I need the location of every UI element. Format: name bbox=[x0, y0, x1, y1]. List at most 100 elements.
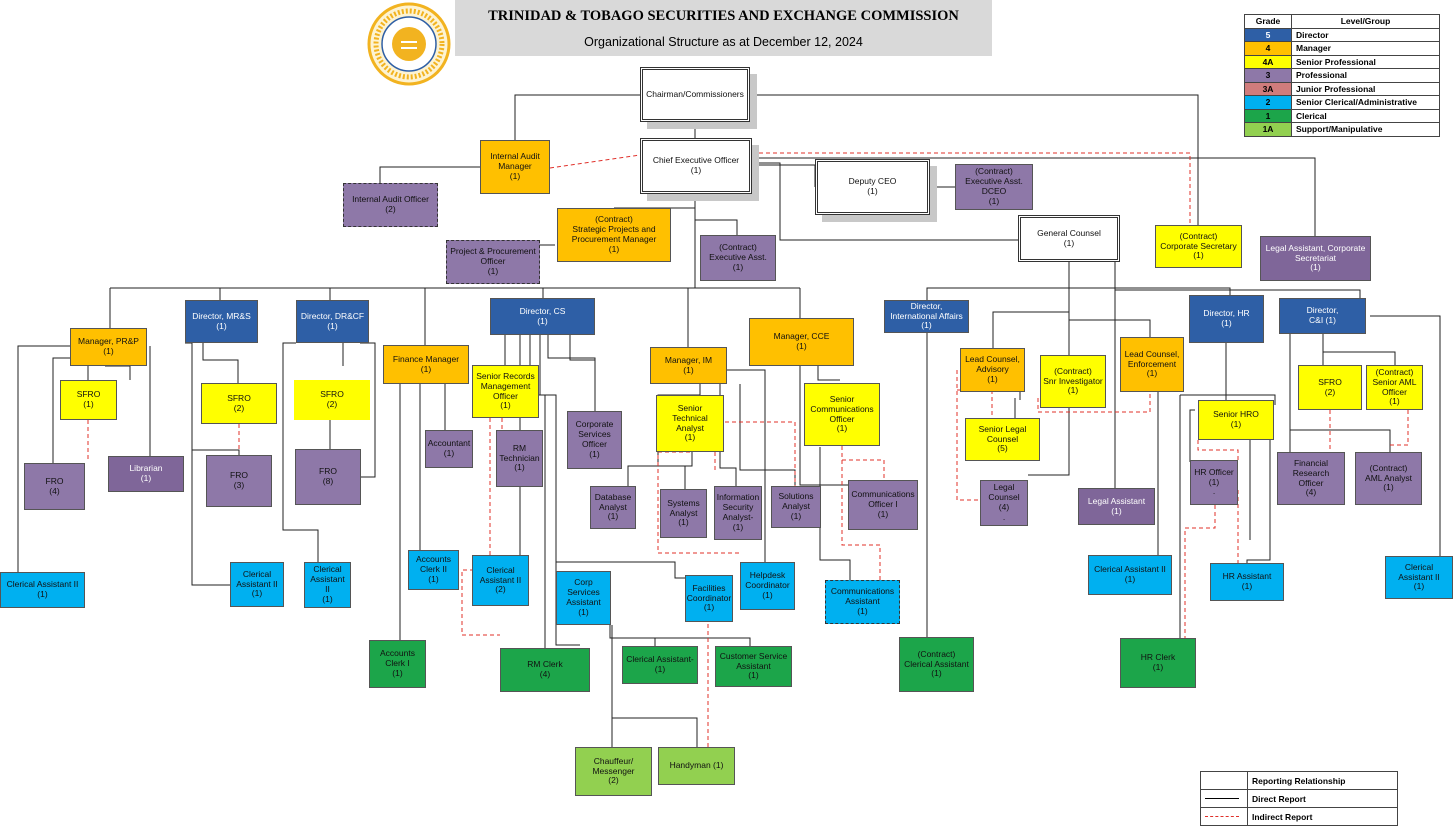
node-strategic-projects-manager: (Contract) Strategic Projects and Procur… bbox=[557, 208, 671, 262]
node-director-international-affairs: Director, International Affairs (1) bbox=[884, 300, 969, 333]
node-database-analyst: Database Analyst (1) bbox=[590, 486, 636, 529]
node-fro-mrs: FRO (3) bbox=[206, 455, 272, 507]
node-accountant: Accountant (1) bbox=[425, 430, 473, 468]
node-rm-clerk: RM Clerk (4) bbox=[500, 648, 590, 692]
node-senior-aml-officer: (Contract) Senior AML Officer (1) bbox=[1366, 365, 1423, 410]
legend-reporting-relationship: Reporting Relationship bbox=[1247, 771, 1398, 790]
node-librarian: Librarian (1) bbox=[108, 456, 184, 492]
legend-grade-2: 2 bbox=[1244, 95, 1292, 110]
node-corp-services-asst: Corp Services Assistant (1) bbox=[556, 571, 611, 625]
node-helpdesk-coordinator: Helpdesk Coordinator (1) bbox=[740, 562, 795, 610]
page-subtitle: Organizational Structure as at December … bbox=[584, 35, 863, 49]
legend-indirect-report: Indirect Report bbox=[1247, 807, 1398, 826]
legend-direct-report: Direct Report bbox=[1247, 789, 1398, 808]
node-senior-hro: Senior HRO (1) bbox=[1198, 400, 1274, 440]
legend-level-5: Director bbox=[1291, 27, 1440, 42]
node-clerical-legal: Clerical Assistant II (1) bbox=[1088, 555, 1172, 595]
node-lead-counsel-enforcement: Lead Counsel, Enforcement (1) bbox=[1120, 337, 1184, 392]
node-finance-manager: Finance Manager (1) bbox=[383, 345, 469, 384]
node-corporate-services-officer: Corporate Services Officer (1) bbox=[567, 411, 622, 469]
node-legal-counsel: Legal Counsel (4) . bbox=[980, 480, 1028, 526]
node-systems-analyst: Systems Analyst (1) bbox=[660, 489, 707, 538]
node-internal-audit-officer: Internal Audit Officer (2) bbox=[343, 183, 438, 227]
node-chauffeur: Chauffeur/ Messenger (2) bbox=[575, 747, 652, 796]
node-facilities-coordinator: Facilities Coordinator (1) bbox=[685, 575, 733, 622]
node-clerical-drcf: Clerical Assistant II (1) bbox=[304, 562, 351, 608]
node-sfro-ci: SFRO (2) bbox=[1298, 365, 1362, 410]
legend-grade-3a: 3A bbox=[1244, 81, 1292, 96]
node-general-counsel: General Counsel (1) bbox=[1018, 215, 1120, 262]
node-comm-officer-1: Communications Officer I (1) bbox=[848, 480, 918, 530]
node-clerical-ia: (Contract) Clerical Assistant (1) bbox=[899, 637, 974, 692]
node-deputy-ceo: Deputy CEO (1) bbox=[815, 159, 930, 215]
legend-level-1a: Support/Manipulative bbox=[1291, 122, 1440, 137]
node-manager-im: Manager, IM (1) bbox=[650, 347, 727, 384]
node-solutions-analyst: Solutions Analyst (1) bbox=[771, 486, 821, 528]
node-internal-audit-manager: Internal Audit Manager (1) bbox=[480, 140, 550, 194]
node-chairman: Chairman/Commissioners bbox=[640, 67, 750, 122]
legend-level-2: Senior Clerical/Administrative bbox=[1291, 95, 1440, 110]
sec-logo bbox=[367, 2, 451, 86]
node-sfro-mrs: SFRO (2) bbox=[201, 383, 277, 424]
legend-level-1: Clerical bbox=[1291, 108, 1440, 123]
legend-level-3: Professional bbox=[1291, 68, 1440, 83]
legend-grade-1a: 1A bbox=[1244, 122, 1292, 137]
node-fro-drcf: FRO (8) bbox=[295, 449, 361, 505]
node-clerical-mrs: Clerical Assistant II (1) bbox=[230, 562, 284, 607]
node-director-mrs: Director, MR&S (1) bbox=[185, 300, 258, 343]
node-legal-assistant: Legal Assistant (1) bbox=[1078, 488, 1155, 525]
node-sfro-drcf: SFRO (2) bbox=[294, 380, 370, 420]
node-lead-counsel-advisory: Lead Counsel, Advisory (1) bbox=[960, 348, 1025, 392]
node-senior-records-officer: Senior Records Management Officer (1) bbox=[472, 365, 539, 418]
node-director-hr: Director, HR (1) bbox=[1189, 295, 1264, 343]
legend-solid-line-swatch bbox=[1200, 789, 1248, 808]
node-ceo: Chief Executive Officer (1) bbox=[640, 138, 752, 194]
node-rm-technician: RM Technician (1) bbox=[496, 430, 543, 487]
page-title: TRINIDAD & TOBAGO SECURITIES AND EXCHANG… bbox=[488, 8, 959, 24]
legend-level-3a: Junior Professional bbox=[1291, 81, 1440, 96]
legend-grade-1: 1 bbox=[1244, 108, 1292, 123]
node-fro-prp: FRO (4) bbox=[24, 463, 85, 510]
line-legend: Reporting Relationship Direct Report Ind… bbox=[1200, 771, 1398, 826]
node-customer-service-asst: Customer Service Assistant (1) bbox=[715, 646, 792, 687]
node-infosec-analyst: Information Security Analyst- (1) bbox=[714, 486, 762, 540]
node-snr-investigator: (Contract) Snr Investigator (1) bbox=[1040, 355, 1106, 408]
legend-grade-4: 4 bbox=[1244, 41, 1292, 56]
node-director-ci: Director, C&I (1) bbox=[1279, 298, 1366, 334]
node-manager-cce: Manager, CCE (1) bbox=[749, 318, 854, 366]
node-clerical-asst-cs: Clerical Assistant- (1) bbox=[622, 646, 698, 684]
header-banner: TRINIDAD & TOBAGO SECURITIES AND EXCHANG… bbox=[455, 0, 992, 56]
node-hr-assistant: HR Assistant (1) bbox=[1210, 563, 1284, 601]
legend-grade-5: 5 bbox=[1244, 27, 1292, 42]
node-financial-research-officer: Financial Research Officer (4) bbox=[1277, 452, 1345, 505]
legend-grade-4a: 4A bbox=[1244, 54, 1292, 69]
node-hr-officer: HR Officer (1) . bbox=[1190, 460, 1238, 505]
node-legal-asst-corporate: Legal Assistant, Corporate Secretariat (… bbox=[1260, 236, 1371, 281]
legend-header-grade: Grade bbox=[1244, 14, 1292, 29]
node-project-procurement-officer: Project & Procurement Officer (1) bbox=[446, 240, 540, 284]
node-aml-analyst: (Contract) AML Analyst (1) bbox=[1355, 452, 1422, 505]
node-hr-clerk: HR Clerk (1) bbox=[1120, 638, 1196, 688]
legend-level-4a: Senior Professional bbox=[1291, 54, 1440, 69]
node-director-drcf: Director, DR&CF (1) bbox=[296, 300, 369, 343]
node-corporate-secretary: (Contract) Corporate Secretary (1) bbox=[1155, 225, 1242, 268]
legend-blank-cell bbox=[1200, 771, 1248, 790]
node-accounts-clerk-1: Accounts Clerk I (1) bbox=[369, 640, 426, 688]
node-handyman: Handyman (1) bbox=[658, 747, 735, 785]
legend-grade-3: 3 bbox=[1244, 68, 1292, 83]
node-exec-asst-dceo: (Contract) Executive Asst. DCEO (1) bbox=[955, 164, 1033, 210]
node-senior-technical-analyst: Senior Technical Analyst (1) bbox=[656, 395, 724, 452]
node-executive-asst: (Contract) Executive Asst. (1) bbox=[700, 235, 776, 281]
node-sfro-prp: SFRO (1) bbox=[60, 380, 117, 420]
node-clerical-prp: Clerical Assistant II (1) bbox=[0, 572, 85, 608]
node-senior-comm-officer: Senior Communications Officer (1) bbox=[804, 383, 880, 446]
node-clerical-cs: Clerical Assistant II (2) bbox=[472, 555, 529, 606]
legend-level-4: Manager bbox=[1291, 41, 1440, 56]
node-comm-assistant: Communications Assistant (1) bbox=[825, 580, 900, 624]
node-clerical-ci: Clerical Assistant II (1) bbox=[1385, 556, 1453, 599]
node-accounts-clerk-2: Accounts Clerk II (1) bbox=[408, 550, 459, 590]
node-manager-prp: Manager, PR&P (1) bbox=[70, 328, 147, 366]
legend-dashed-line-swatch bbox=[1200, 807, 1248, 826]
legend-header-level: Level/Group bbox=[1291, 14, 1440, 29]
